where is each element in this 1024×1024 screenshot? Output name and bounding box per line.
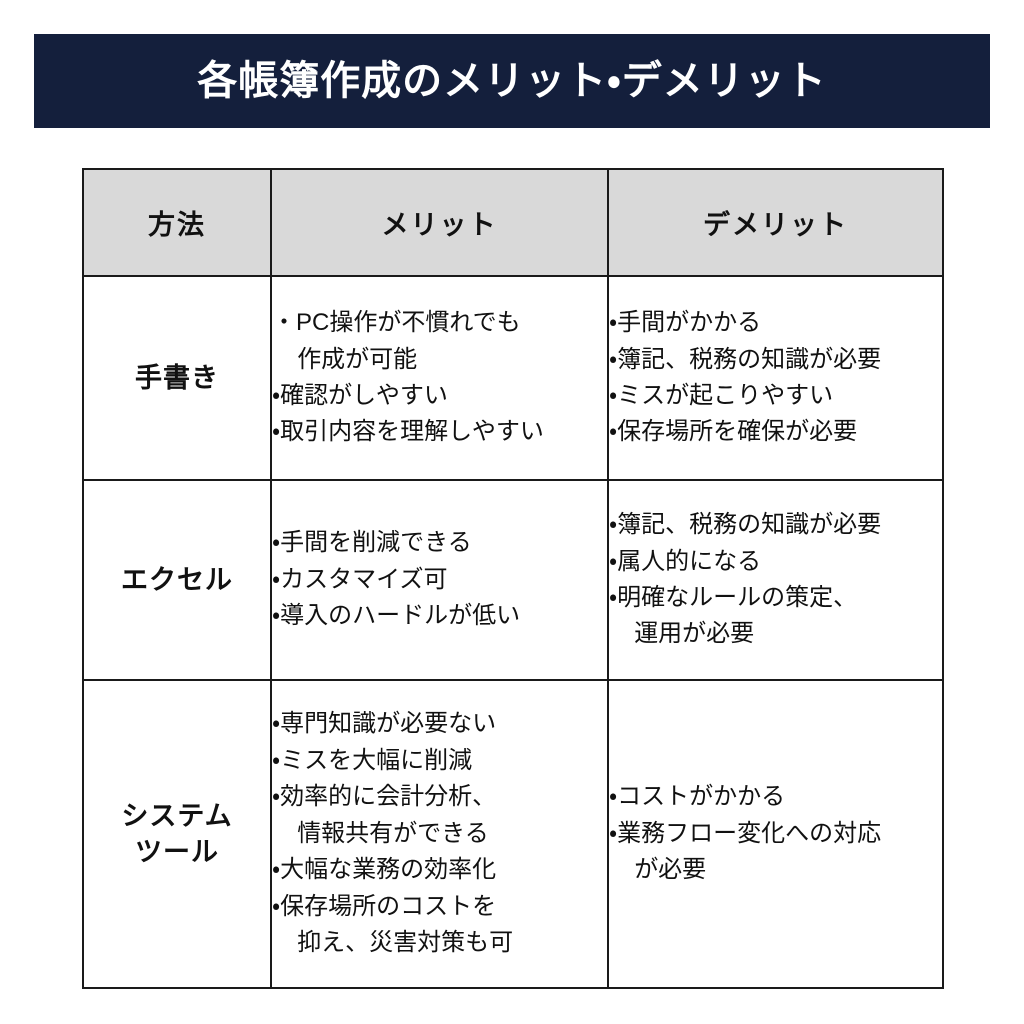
table-header-row: 方法 メリット デメリット [82,168,944,277]
list-item: 簿記、税務の知識が必要 [609,507,942,543]
list-item: コストがかかる [609,779,942,815]
merit-cell-excel: 手間を削減できる カスタマイズ可 導入のハードルが低い [270,479,609,681]
demerit-cell-system-tool: コストがかかる 業務フロー変化への対応 が必要 [607,679,944,989]
merit-cell-system-tool: 専門知識が必要ない ミスを大幅に削減 効率的に会計分析、 情報共有ができる 大幅… [270,679,609,989]
list-item: カスタマイズ可 [272,562,607,598]
table-row: システム ツール 専門知識が必要ない ミスを大幅に削減 効率的に会計分析、 情報… [82,679,944,989]
merit-demerit-table: 方法 メリット デメリット 手書き PC操作が不慣れでも 作成が可能 確認がしや… [82,168,944,989]
list-item: 保存場所を確保が必要 [609,414,942,450]
demerit-list: 簿記、税務の知識が必要 属人的になる 明確なルールの策定、 運用が必要 [609,507,942,653]
list-item: 専門知識が必要ない [272,706,607,742]
list-item: 業務フロー変化への対応 が必要 [609,816,942,889]
list-item: 効率的に会計分析、 情報共有ができる [272,779,607,852]
method-label-excel: エクセル [82,479,272,681]
column-header-merit: メリット [270,168,609,277]
list-item: 保存場所のコストを 抑え、災害対策も可 [272,889,607,962]
table-header: 方法 メリット デメリット [82,168,944,277]
list-item: ミスを大幅に削減 [272,743,607,779]
table-row: 手書き PC操作が不慣れでも 作成が可能 確認がしやすい 取引内容を理解しやすい… [82,275,944,481]
table-row: エクセル 手間を削減できる カスタマイズ可 導入のハードルが低い 簿記、税務の知… [82,479,944,681]
demerit-list: 手間がかかる 簿記、税務の知識が必要 ミスが起こりやすい 保存場所を確保が必要 [609,305,942,451]
list-item: 導入のハードルが低い [272,598,607,634]
page-title: 各帳簿作成のメリット・デメリット [197,59,827,103]
list-item: 手間を削減できる [272,525,607,561]
list-item: 簿記、税務の知識が必要 [609,342,942,378]
demerit-list: コストがかかる 業務フロー変化への対応 が必要 [609,779,942,888]
demerit-cell-handwriting: 手間がかかる 簿記、税務の知識が必要 ミスが起こりやすい 保存場所を確保が必要 [607,275,944,481]
method-label-system-tool: システム ツール [82,679,272,989]
demerit-cell-excel: 簿記、税務の知識が必要 属人的になる 明確なルールの策定、 運用が必要 [607,479,944,681]
list-item: 取引内容を理解しやすい [272,414,607,450]
column-header-demerit: デメリット [607,168,944,277]
list-item: 確認がしやすい [272,378,607,414]
list-item: PC操作が不慣れでも 作成が可能 [272,305,607,378]
method-label-handwriting: 手書き [82,275,272,481]
table-body: 手書き PC操作が不慣れでも 作成が可能 確認がしやすい 取引内容を理解しやすい… [82,275,944,989]
list-item: 手間がかかる [609,305,942,341]
title-banner: 各帳簿作成のメリット・デメリット [34,34,990,128]
merit-list: 専門知識が必要ない ミスを大幅に削減 効率的に会計分析、 情報共有ができる 大幅… [272,706,607,961]
list-item: 属人的になる [609,544,942,580]
merit-list: PC操作が不慣れでも 作成が可能 確認がしやすい 取引内容を理解しやすい [272,305,607,451]
merit-cell-handwriting: PC操作が不慣れでも 作成が可能 確認がしやすい 取引内容を理解しやすい [270,275,609,481]
comparison-table-container: 方法 メリット デメリット 手書き PC操作が不慣れでも 作成が可能 確認がしや… [82,168,944,989]
list-item: 明確なルールの策定、 運用が必要 [609,580,942,653]
column-header-method: 方法 [82,168,272,277]
list-item: 大幅な業務の効率化 [272,852,607,888]
merit-list: 手間を削減できる カスタマイズ可 導入のハードルが低い [272,525,607,634]
list-item: ミスが起こりやすい [609,378,942,414]
